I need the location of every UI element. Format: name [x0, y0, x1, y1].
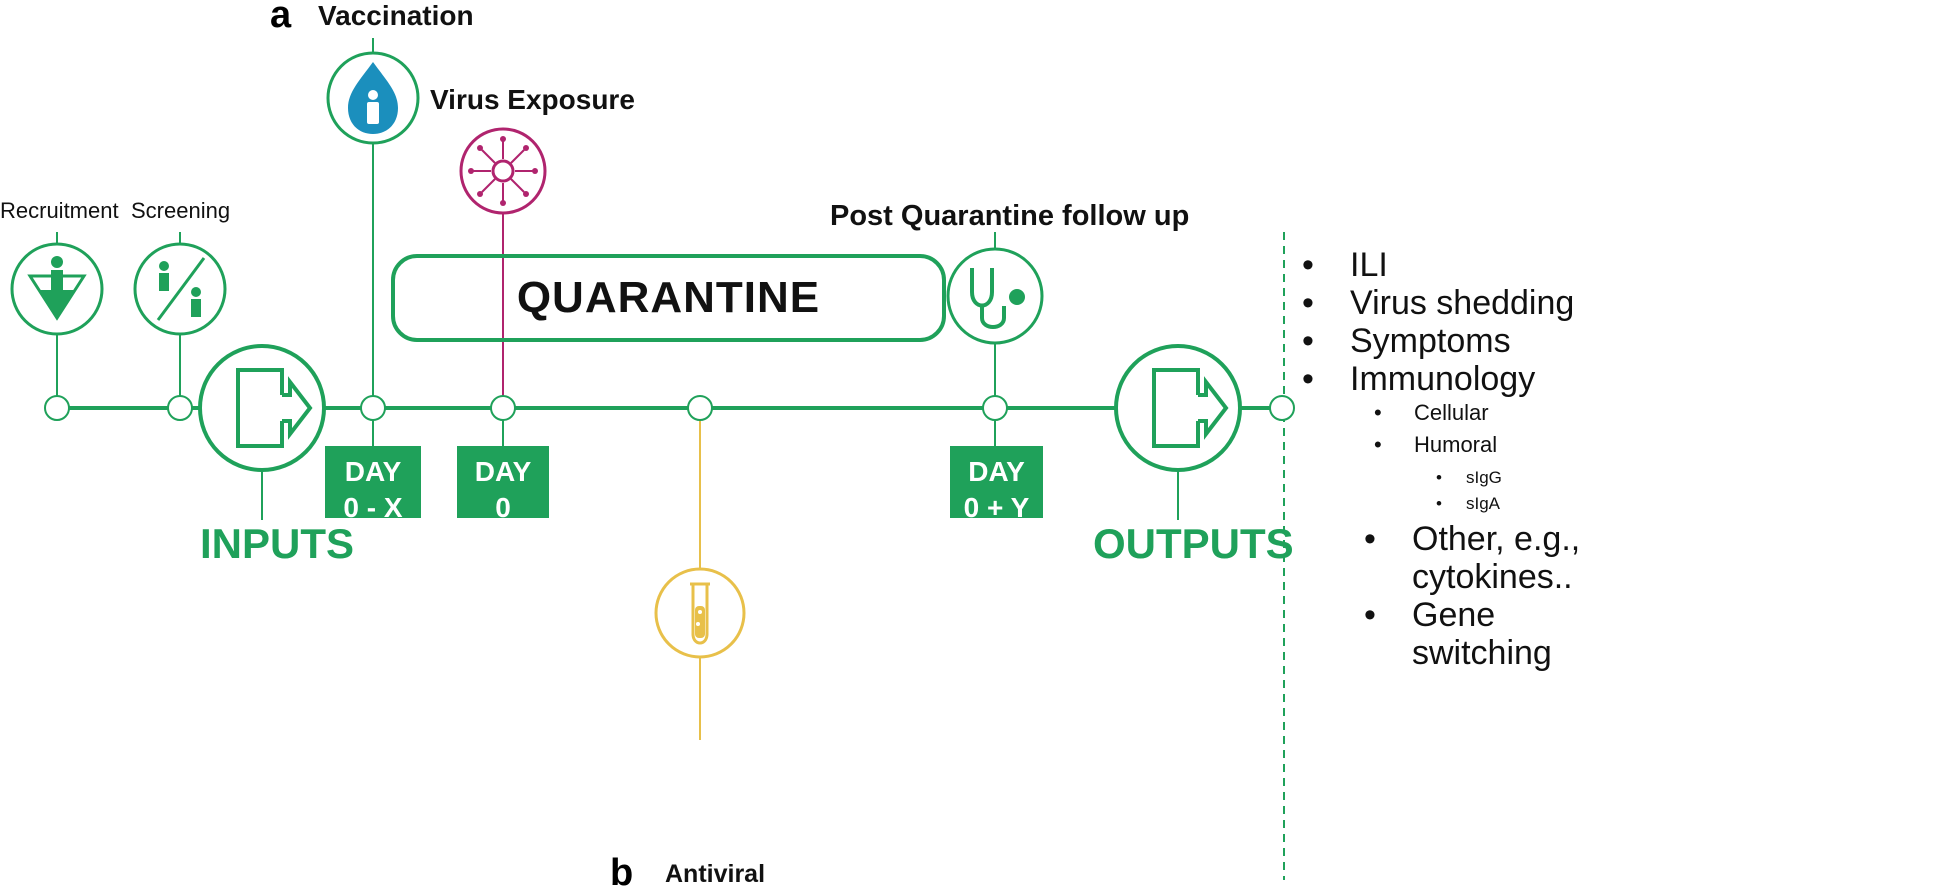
output-door-icon [1114, 344, 1242, 472]
outputs-label: OUTPUTS [1093, 520, 1294, 567]
list-bullet: • [1302, 246, 1314, 284]
outputs-item-text: Other, e.g., [1412, 520, 1581, 558]
vaccination-label: Vaccination [318, 0, 474, 31]
outputs-subsubitem: • sIgG [1436, 468, 1502, 488]
outputs-item-text: Immunology [1350, 360, 1536, 398]
day-box-0-line1: DAY [474, 456, 532, 487]
outputs-item-continued: switching [1412, 634, 1552, 673]
outputs-item: • Symptoms [1302, 322, 1511, 361]
outputs-subsubitem-text: sIgA [1466, 494, 1501, 513]
day-box-0: DAY 0 [457, 446, 549, 523]
outputs-subsubitem-text: sIgG [1466, 468, 1502, 487]
outputs-item: • Immunology [1302, 360, 1536, 399]
day-box-0-minus-x: DAY 0 - X [325, 446, 421, 523]
outputs-item: • Virus shedding [1302, 284, 1575, 323]
outputs-item-text: ILI [1350, 246, 1388, 284]
outputs-subitem-text: Cellular [1414, 400, 1489, 425]
virus-exposure-label: Virus Exposure [430, 84, 635, 115]
list-bullet: • [1364, 520, 1376, 558]
day-box-0-plus-y-line1: DAY [968, 456, 1025, 487]
recruitment-label: Recruitment [0, 198, 119, 223]
day-box-0-plus-y-line2: 0 + Y [963, 492, 1030, 523]
outputs-item-text: Symptoms [1350, 322, 1511, 360]
node-day0x [360, 395, 386, 421]
day-box-0-minus-x-line2: 0 - X [343, 492, 403, 523]
outputs-item: • ILI [1302, 246, 1388, 285]
outputs-item: • Gene [1364, 596, 1496, 635]
list-bullet: • [1302, 322, 1314, 360]
outputs-item-text: Virus shedding [1350, 284, 1575, 322]
outputs-subsubitem: • sIgA [1436, 494, 1501, 514]
screening-label: Screening [131, 198, 231, 223]
outputs-subitem: • Humoral [1374, 432, 1498, 458]
quarantine-label: QUARANTINE [516, 273, 821, 322]
outputs-item-text: cytokines.. [1412, 558, 1573, 596]
day-box-0-plus-y: DAY 0 + Y [950, 446, 1043, 523]
antiviral-label: Antiviral [665, 860, 766, 888]
outputs-subitem: • Cellular [1374, 400, 1489, 426]
list-bullet: • [1374, 400, 1382, 425]
list-bullet: • [1302, 360, 1314, 398]
list-bullet: • [1302, 284, 1314, 322]
test-tube-icon [654, 567, 746, 659]
outputs-item: • Other, e.g., [1364, 520, 1581, 559]
node-antiviral [687, 395, 713, 421]
day-box-0-minus-x-line1: DAY [344, 456, 402, 487]
outputs-subitem-text: Humoral [1414, 432, 1498, 457]
node-day0 [490, 395, 516, 421]
recruitment-icon [10, 242, 104, 336]
virus-icon [459, 127, 547, 215]
screening-icon [133, 242, 227, 336]
outputs-item-text: Gene [1412, 596, 1496, 634]
inputs-label: INPUTS [200, 520, 355, 567]
post-quarantine-label: Post Quarantine follow up [830, 200, 1190, 232]
input-door-icon [198, 344, 326, 472]
list-bullet: • [1436, 468, 1442, 487]
node-recruitment [44, 395, 70, 421]
list-bullet: • [1374, 432, 1382, 457]
panel-label-b: b [610, 852, 634, 894]
quarantine-period: QUARANTINE [391, 254, 946, 342]
node-day0y [982, 395, 1008, 421]
list-bullet: • [1364, 596, 1376, 634]
node-end [1269, 395, 1295, 421]
vaccination-drop-icon [326, 51, 420, 145]
node-screening [167, 395, 193, 421]
stethoscope-icon [946, 247, 1044, 345]
panel-label-a: a [270, 0, 292, 36]
list-bullet: • [1436, 494, 1442, 513]
outputs-item-text: switching [1412, 634, 1552, 672]
day-box-0-line2: 0 [495, 492, 511, 523]
outputs-item-continued: cytokines.. [1412, 558, 1573, 597]
